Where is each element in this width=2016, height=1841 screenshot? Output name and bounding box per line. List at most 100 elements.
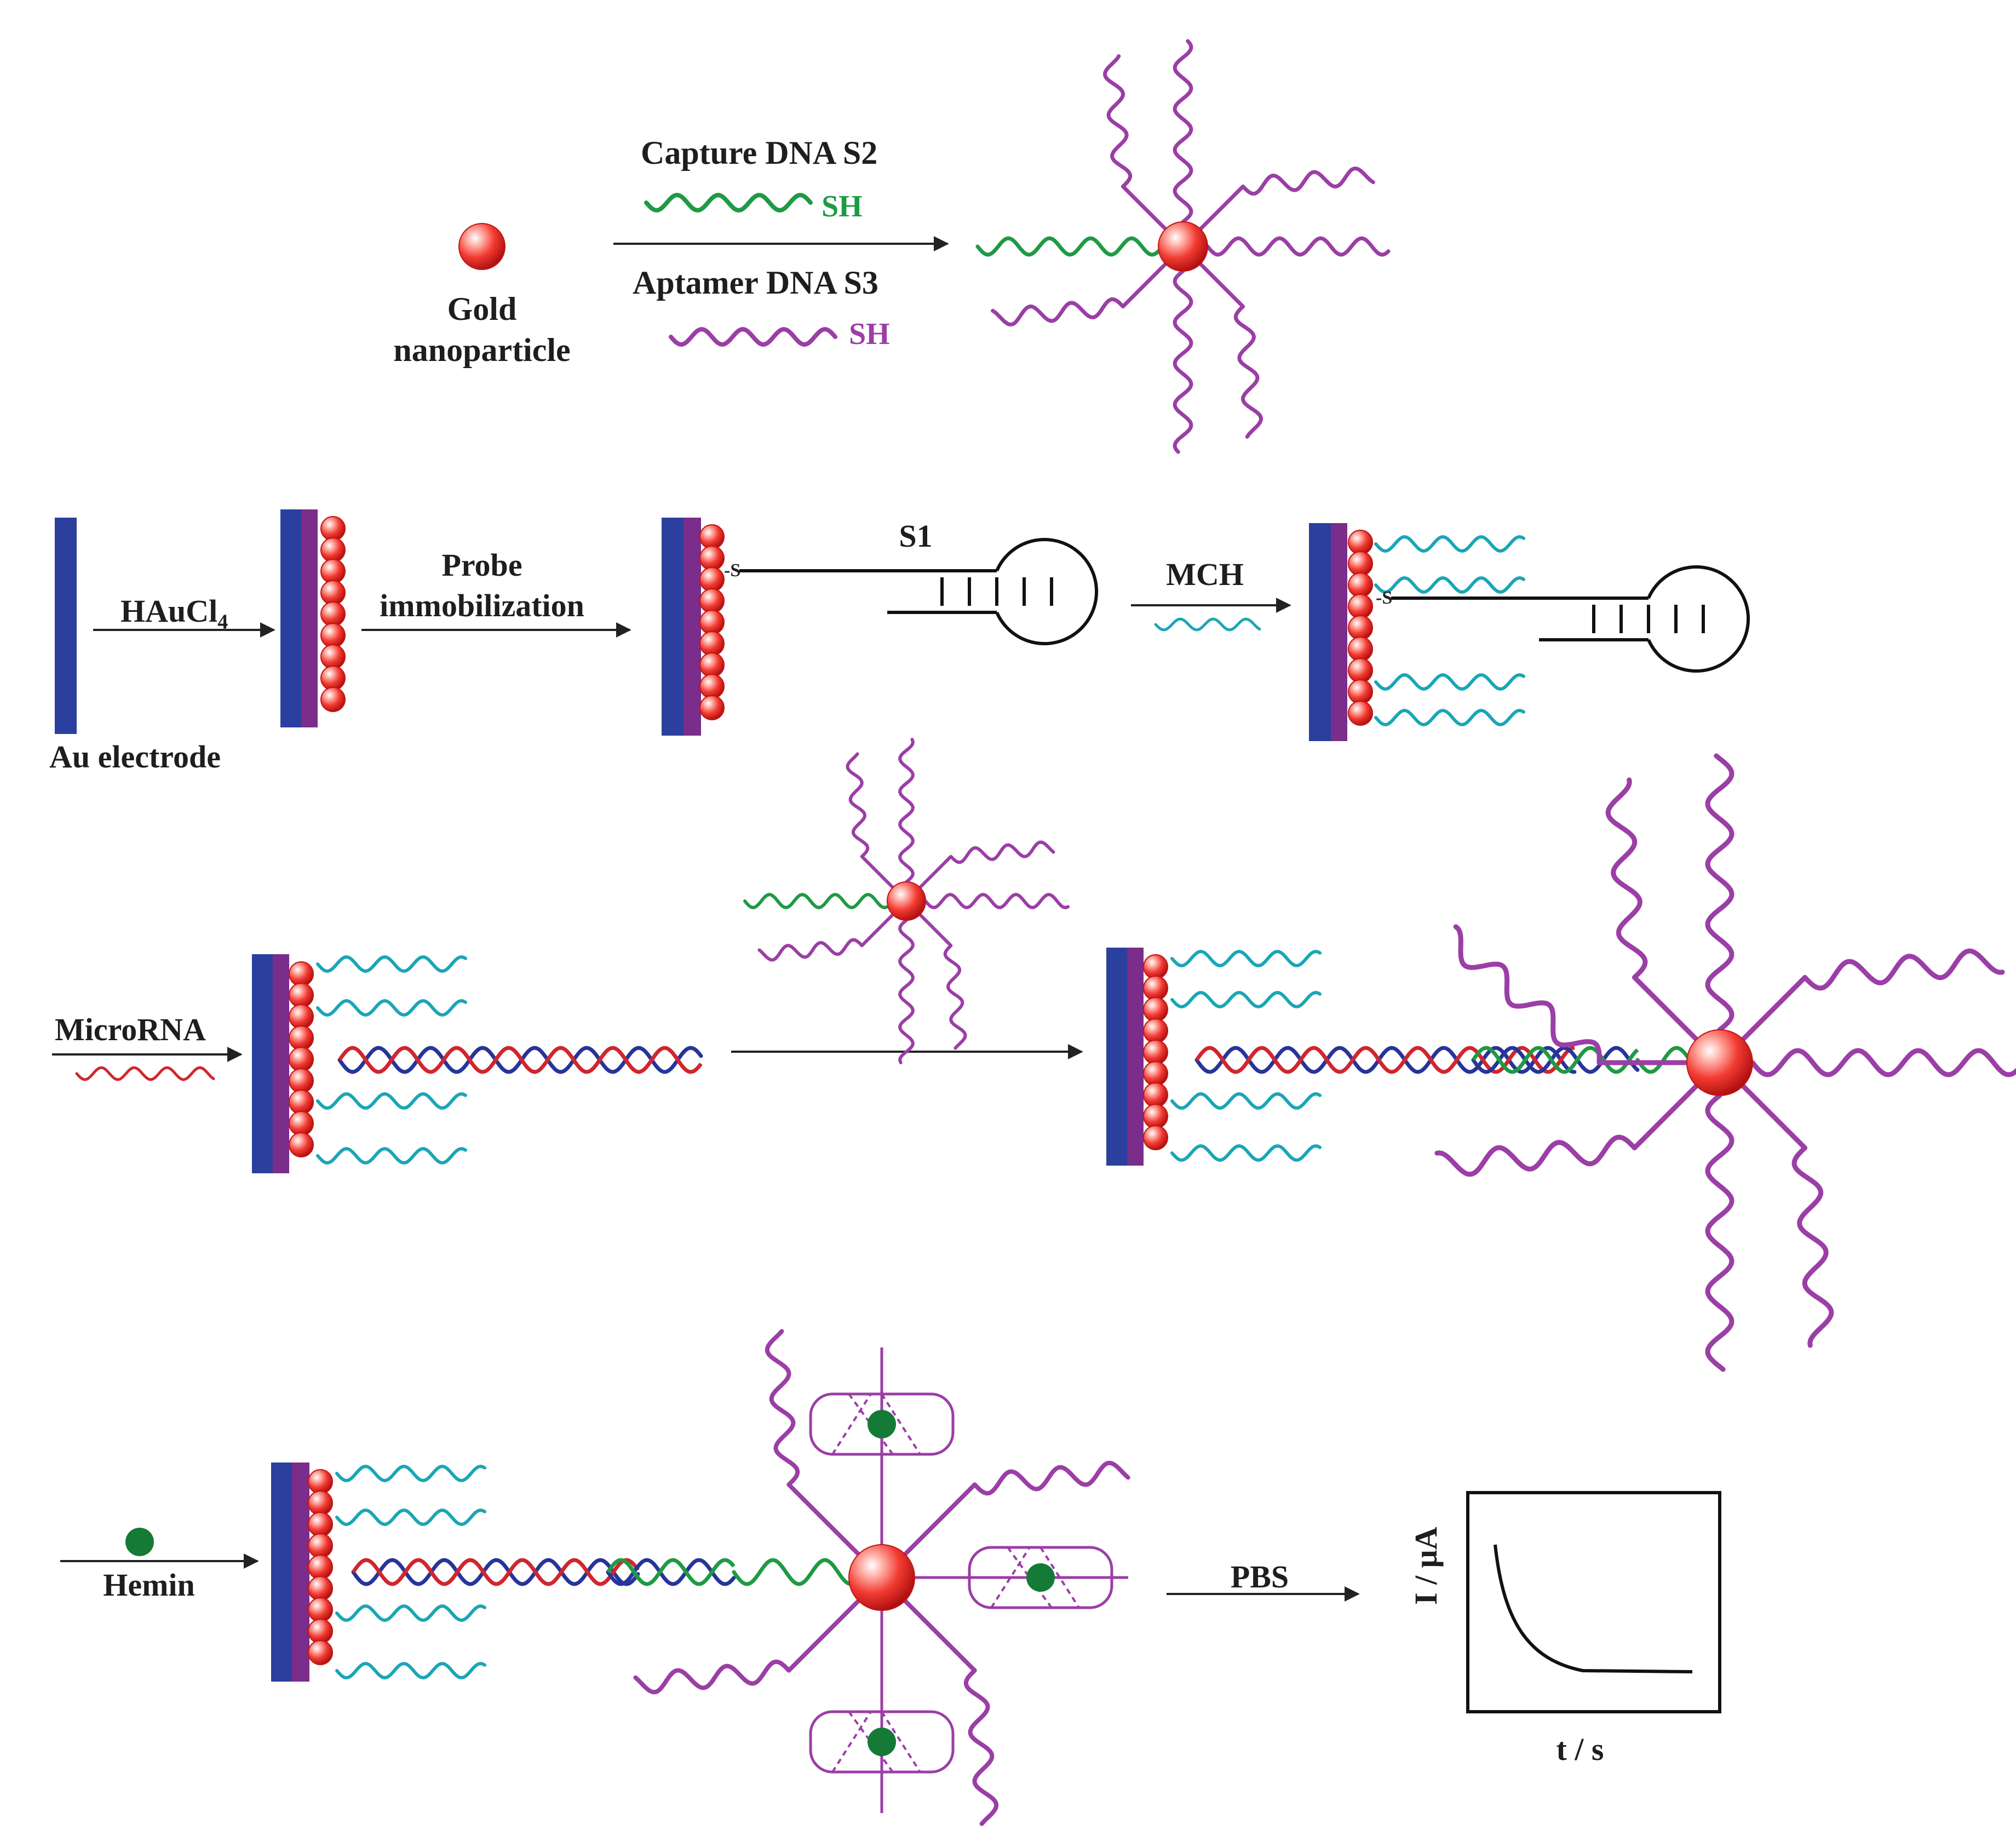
hybrid-gold-bead [289,1047,314,1072]
dnazyme-aptamer-arm [972,1460,1130,1496]
hybrid-gold-bead [289,961,314,987]
hybrid-gold-bead [289,1025,314,1051]
conjugate-reagent-gold-np [887,881,926,921]
g-quadruplex-top-dashes [831,1393,921,1455]
sandwich-duplex-a [1194,1046,1577,1074]
g-quadruplex-right-dashes [990,1546,1080,1609]
sh-label-capture: SH [822,190,863,223]
conjugate-reagent-aptamer-arm-stem [860,855,894,889]
dnazyme-aptamer-arm [633,1659,791,1695]
dnazyme-aptamer-arm [963,1668,999,1826]
final-duplex-a [351,1558,640,1586]
electrode-final-purple [292,1463,309,1682]
deposited-gold-bead [320,623,346,648]
mch-gold-bead [1348,636,1373,662]
electrode-hybrid-mch-strand [316,955,467,973]
dnazyme-aptamer-arm [765,1329,800,1487]
s1-label: S1 [899,518,933,554]
conjugate-top-aptamer-arm [1103,54,1133,188]
mch-gold-bead [1348,530,1373,555]
conjugate-reagent-aptamer-arm [898,738,915,884]
pbs-label: PBS [1230,1559,1289,1595]
electrode-deposited-purple [301,509,318,727]
hemin-label: Hemin [103,1567,195,1603]
deposited-gold-bead [320,580,346,605]
probe-gold-bead [699,674,725,699]
mch-gold-bead [1348,615,1373,640]
conjugate-bound-aptamer-arm [1802,948,2005,991]
probe-gold-bead [699,652,725,678]
conjugate-reagent-aptamer-arm-stem [918,855,952,889]
capture-duplex-b [1472,1046,1639,1074]
sandwich-gold-bead [1143,1104,1168,1129]
final-gold-bead [308,1640,333,1665]
electrode-mch-mch-strand [1374,576,1525,594]
conjugate-reagent-aptamer-arm [757,938,864,962]
dnazyme-gold-np [848,1544,915,1611]
electrode-hybrid-blue [252,954,273,1173]
conjugate-top-aptamer-arm [1241,167,1375,196]
sandwich-gold-bead [1143,1040,1168,1065]
probe-gold-bead [699,610,725,635]
conjugate-bound-aptamer-arm [1791,1145,1834,1348]
aptamer-dna-s3-label: Aptamer DNA S3 [633,265,878,301]
conjugate-top-aptamer-arm-stem [1121,185,1167,231]
conjugate-bound-aptamer-arm [1750,1048,2016,1077]
sh-label-aptamer: SH [849,317,890,351]
electrode-probe-purple [684,518,701,736]
conjugate-bound-gold-np [1686,1029,1753,1096]
hybrid-gold-bead [289,983,314,1008]
electrode-mch-mch-strand [1374,673,1525,691]
final-gold-bead [308,1469,333,1494]
hybrid-gold-bead [289,1132,314,1157]
g-quadruplex-top-hemin [868,1410,896,1438]
electrode-sandwich-blue [1106,948,1127,1166]
haucl4-label: HAuCl4 [120,593,228,634]
conjugate-reagent-aptamer-arm-stem [918,913,952,947]
haucl4-subscript: 4 [217,610,228,634]
haucl4-text: HAuCl [120,593,218,629]
conjugate-top-gold-np [1158,221,1208,272]
sandwich-gold-bead [1143,1125,1168,1150]
capture-duplex-a [1471,1046,1640,1074]
electrode-mch-blue [1309,523,1331,741]
conjugate-bound-aptamer-arm [1434,1134,1637,1177]
y-axis-label: I / μA [1408,1527,1444,1605]
g-quadruplex-bottom-dashes [831,1711,921,1773]
hairpin-s1-loop [995,538,1099,645]
electrode-sandwich-mch-strand [1170,1092,1322,1110]
final-duplex-b [352,1558,640,1586]
final-gold-bead [308,1512,333,1537]
au-electrode-label: Au electrode [49,739,221,775]
gold-nanoparticle-label-line1: Gold [447,291,517,327]
conjugate-bound-aptamer-arm-stem [1633,976,1698,1041]
sandwich-gold-bead [1143,1082,1168,1108]
deposited-gold-bead [320,601,346,627]
probe-label-line2: immobilization [380,588,584,623]
conjugate-bound-aptamer-arm [1705,753,1734,1033]
conjugate-top-aptamer-arm [1173,39,1193,224]
mch-gold-bead [1348,551,1373,576]
conjugate-reagent-aptamer-arm [846,752,870,858]
probe-gold-bead [699,524,725,549]
electrodes-layer [55,509,1347,1682]
probe-gold-bead [699,546,725,571]
mch-gold-bead [1348,679,1373,704]
final-gold-bead [308,1619,333,1644]
deposited-gold-bead [320,516,346,541]
electrode-hybrid-mch-strand [316,999,467,1017]
hybrid-gold-bead [289,1068,314,1093]
microrna-s1-duplex-a [337,1046,703,1074]
conjugate-bound-aptamer-arm [1605,777,1648,980]
g-quadruplex-right-hemin [1026,1563,1055,1592]
hybrid-gold-bead [289,1089,314,1115]
dnazyme-aptamer-arm-stem [787,1483,860,1556]
dnazyme-aptamer-arm-stem [903,1599,977,1672]
misc-shapes-layer [125,1392,1721,1774]
electrode-sandwich-purple [1127,948,1144,1166]
conjugate-top-capture-arm [975,236,1161,257]
conjugate-top-aptamer-arm-stem [1121,262,1167,308]
electrode-final-mch-strand [335,1508,486,1527]
